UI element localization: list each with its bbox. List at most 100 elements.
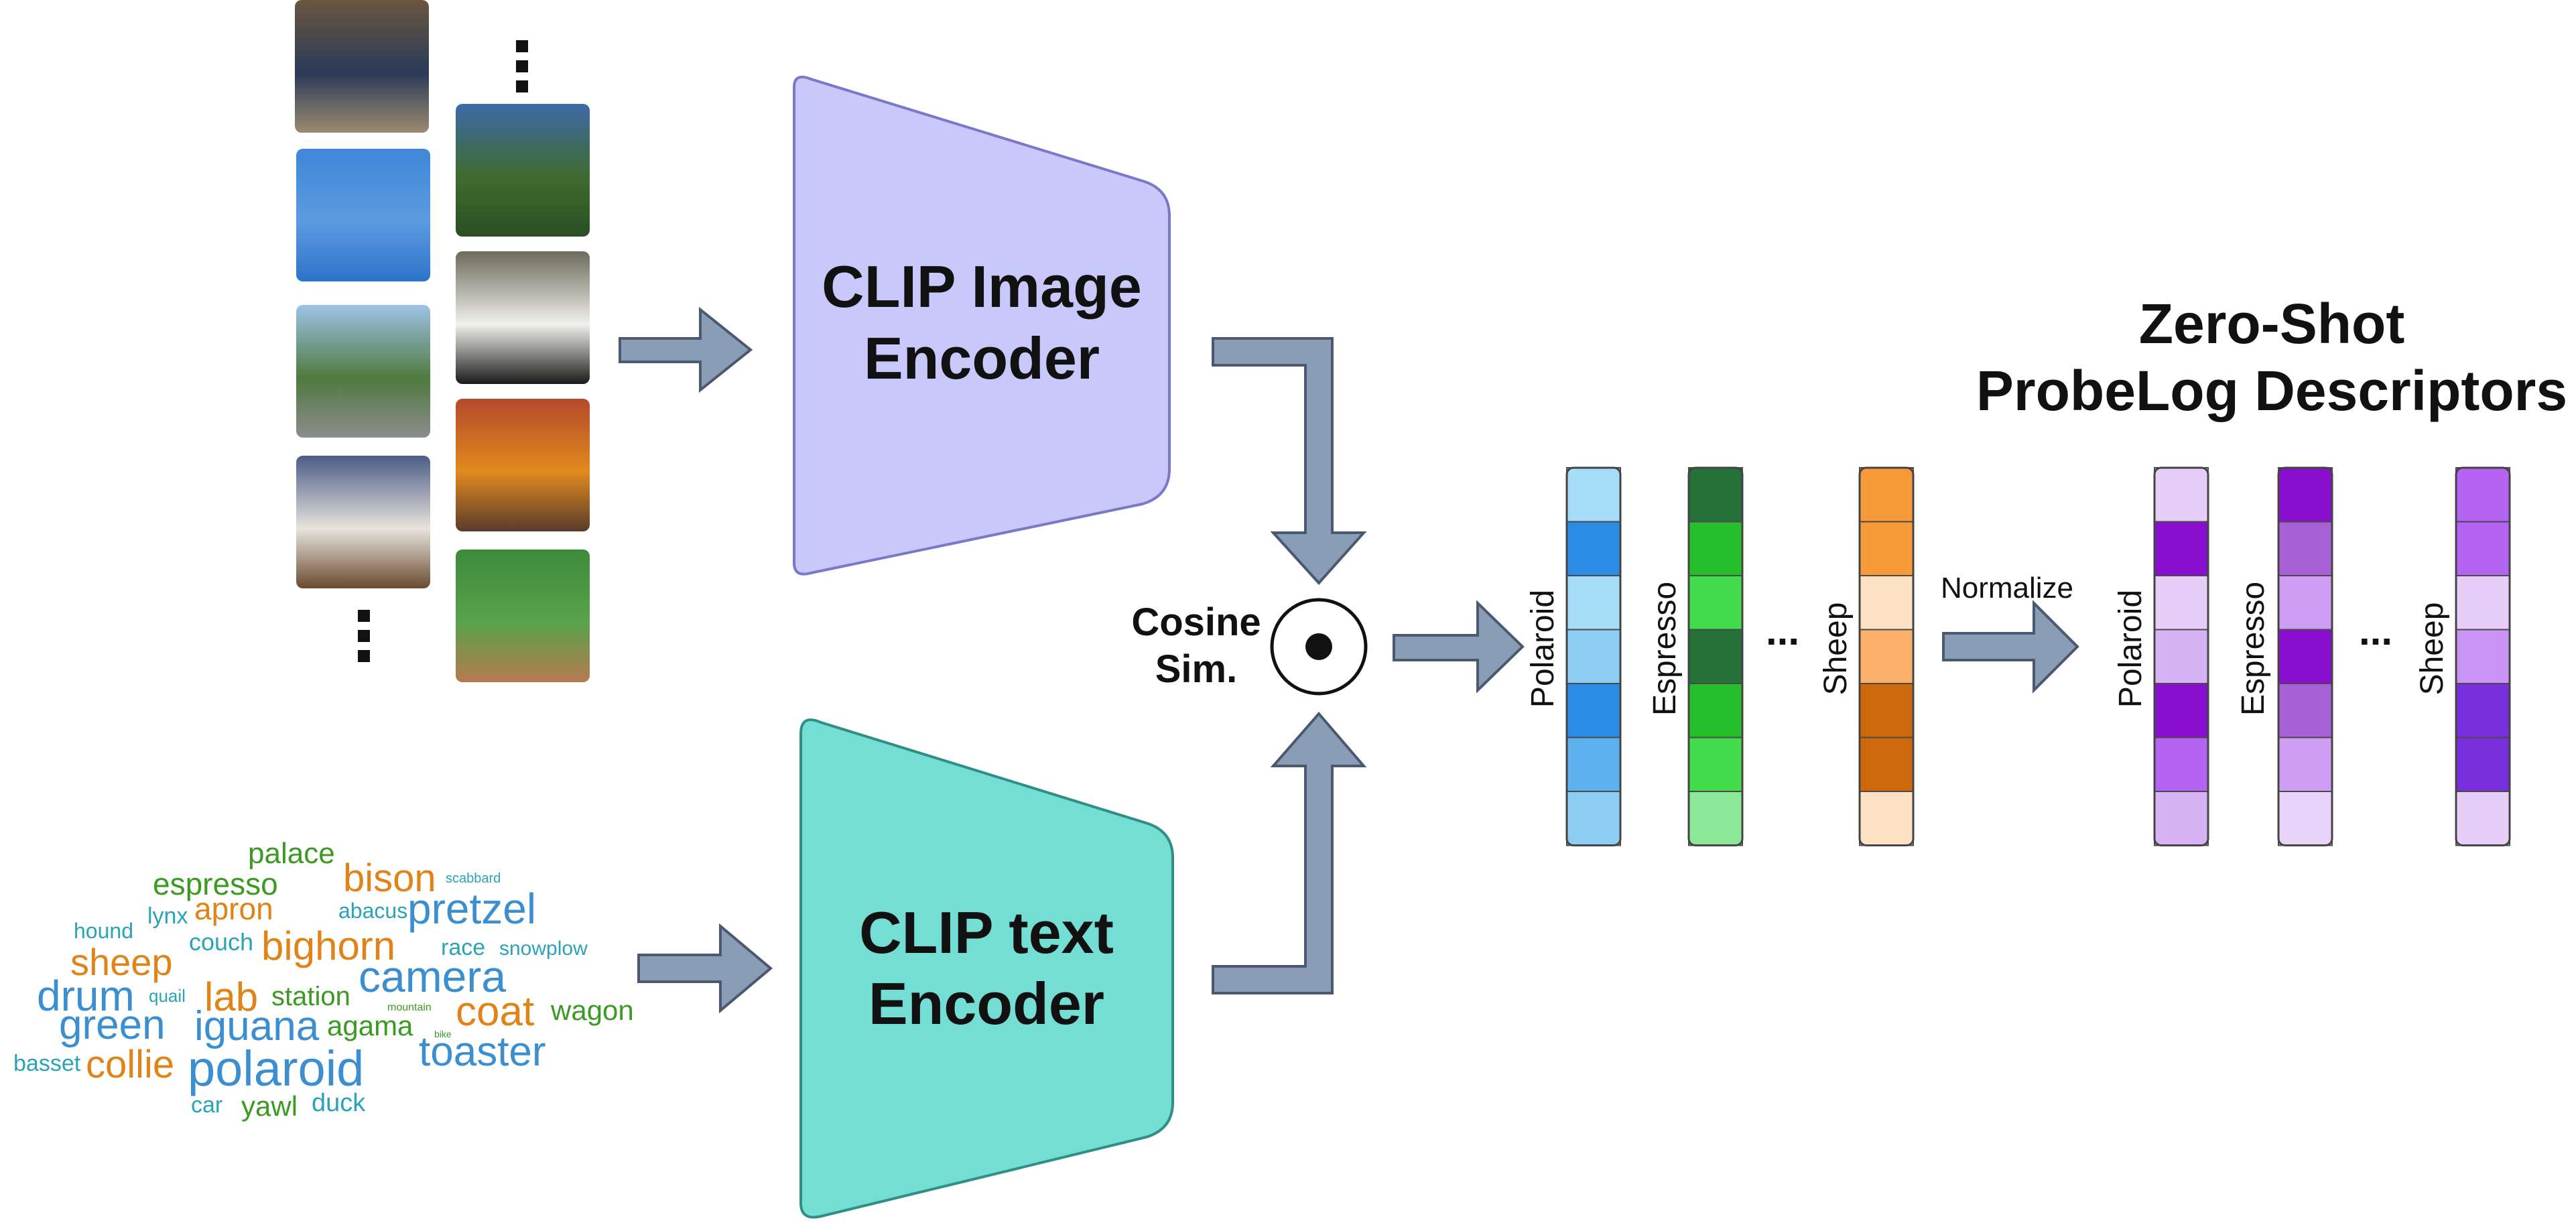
word-cloud-word: scabbard [446, 871, 501, 886]
cosine-label-line2: Sim. [1155, 647, 1238, 691]
vector-polaroid: Polaroid [2113, 466, 2209, 846]
vector-cell [2455, 575, 2510, 631]
vector-cell [2278, 736, 2333, 792]
vector-cell [1688, 736, 1743, 792]
arrow-text-encoder-to-cosine [1212, 711, 1367, 994]
vector-cell [1566, 736, 1621, 792]
word-cloud-word: palace [248, 837, 335, 870]
descriptors-title-line1: Zero-Shot [2139, 292, 2405, 355]
word-cloud-word: quail [149, 986, 186, 1006]
vector-cell [1688, 575, 1743, 631]
vector-outline [1565, 466, 1622, 846]
word-cloud-word: yawl [241, 1090, 298, 1122]
street-sign-photo [456, 104, 590, 237]
vector-cell [2154, 791, 2209, 846]
panda-photo [456, 251, 590, 384]
word-cloud-word: station [271, 982, 350, 1011]
word-cloud-word: snowplow [499, 938, 588, 960]
vector-outline [1858, 466, 1915, 846]
vector-cell [2278, 467, 2333, 523]
vector-cell [2278, 791, 2333, 846]
vector-cell [2455, 629, 2510, 684]
vector-cell [2455, 521, 2510, 576]
vector-outline [2153, 466, 2209, 846]
vector-cell [1859, 521, 1914, 576]
vector-cell [1566, 575, 1621, 631]
vector-sheep: Sheep [1818, 466, 1915, 846]
word-cloud-word: collie [86, 1043, 174, 1086]
input-image-grid [295, 0, 590, 682]
arrow-image-encoder-to-cosine [1212, 337, 1367, 585]
vector-cell [1688, 521, 1743, 576]
image-encoder-title-line1: CLIP Image [822, 253, 1142, 320]
vector-cell [1859, 575, 1914, 631]
vector-sheep: Sheep [2414, 466, 2511, 846]
vector-cell [1566, 683, 1621, 738]
descriptors-title-line2: ProbeLog Descriptors [1976, 359, 2567, 422]
vector-cell [2278, 521, 2333, 576]
word-cloud-word: espresso [153, 866, 278, 901]
cosine-label-line1: Cosine [1131, 600, 1261, 644]
vector-cell [1566, 467, 1621, 523]
vector-cell [1688, 791, 1743, 846]
vector-cell [2154, 521, 2209, 576]
vector-cell [1859, 736, 1914, 792]
word-cloud-word: lynx [147, 903, 188, 929]
vector-cell [1566, 521, 1621, 576]
word-cloud-word: polaroid [188, 1041, 364, 1096]
arrow-cosine-to-similarity-vectors [1393, 600, 1525, 694]
normalize-label: Normalize [1941, 572, 2073, 604]
cake-coffee-photo [296, 456, 430, 588]
vector-cell [2154, 736, 2209, 792]
word-cloud-word: lab [204, 974, 258, 1019]
vector-label: Polaroid [2113, 590, 2148, 708]
probelog-descriptor-vectors: Polaroid Espresso Sheep [2113, 466, 2511, 846]
word-cloud-word: green [59, 1002, 166, 1048]
arrow-text-to-text-encoder [637, 923, 773, 1014]
vector-cell [1688, 467, 1743, 523]
word-cloud-word: bighorn [261, 923, 395, 968]
image-encoder-title-line2: Encoder [864, 325, 1100, 391]
vector-cell [1859, 467, 1914, 523]
word-cloud-word: mountain [387, 1002, 432, 1013]
vector-espresso: Espresso [1647, 466, 1744, 846]
word-cloud-word: apron [194, 891, 273, 926]
word-cloud-word: sheep [70, 941, 173, 983]
clip-image-encoder-block [793, 76, 1171, 576]
word-cloud-word: toaster [419, 1029, 546, 1075]
vector-cell [1566, 629, 1621, 684]
vector-cell [2278, 629, 2333, 684]
vector-cell [2278, 575, 2333, 631]
text-encoder-title-line2: Encoder [868, 970, 1104, 1037]
vector-cell [2154, 467, 2209, 523]
word-cloud-word: agama [327, 1010, 413, 1041]
vector-cell [2154, 629, 2209, 684]
jets-sky-photo [296, 149, 430, 281]
word-cloud-word: pretzel [407, 885, 536, 933]
normalize-arrow [1942, 600, 2079, 694]
vector-cell [1859, 791, 1914, 846]
arrow-images-to-image-encoder [619, 306, 753, 393]
baseball-pitcher-photo [456, 550, 590, 682]
vector-label: Espresso [2236, 582, 2271, 716]
vector-cell [2278, 683, 2333, 738]
vector-cell [2455, 791, 2510, 846]
vector-cell [2154, 575, 2209, 631]
word-cloud-word: car [191, 1092, 222, 1118]
word-cloud-word: bike [434, 1029, 452, 1039]
word-cloud-word: drum [37, 972, 135, 1020]
word-cloud-word: race [441, 935, 485, 960]
word-cloud-word: coat [456, 988, 534, 1035]
vector-cell [1688, 683, 1743, 738]
vector-cell [2154, 683, 2209, 738]
vector-outline [1687, 466, 1744, 846]
vector-cell [2455, 467, 2510, 523]
word-cloud-word: basset [13, 1051, 81, 1076]
vector-cell [1859, 629, 1914, 684]
dot-product-icon [1305, 633, 1332, 660]
vector-polaroid: Polaroid [1525, 466, 1622, 846]
vector-cell [1566, 791, 1621, 846]
vector-outline [2277, 466, 2333, 846]
word-cloud-word: bison [343, 856, 436, 900]
